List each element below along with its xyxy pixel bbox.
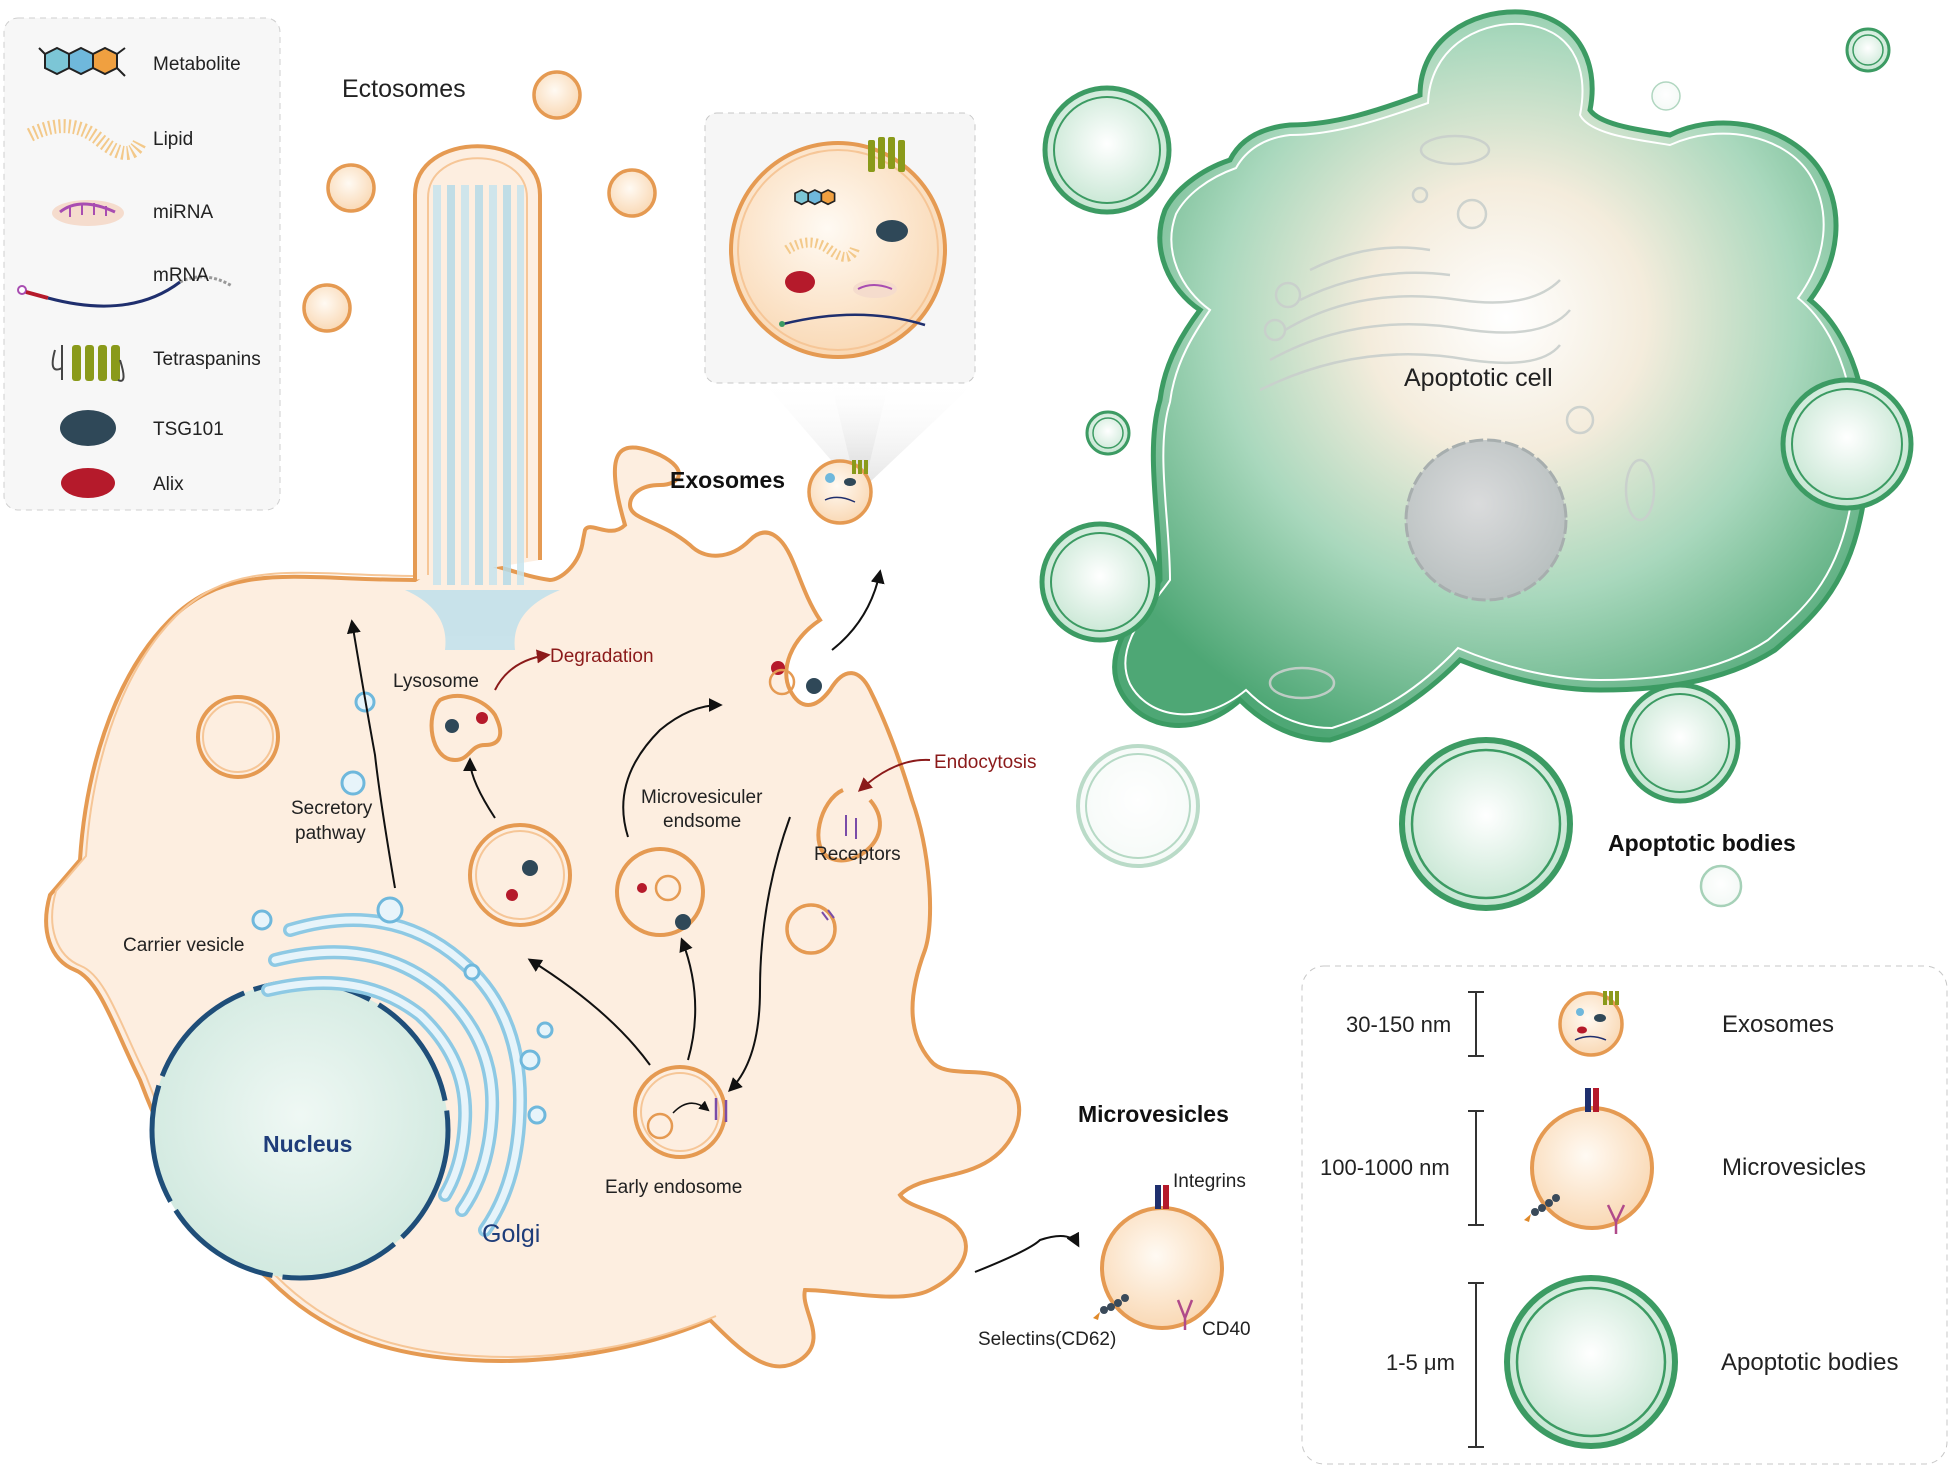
microvesicular-label-2: endsome	[663, 811, 741, 832]
size-exosomes: 30-150 nm	[1346, 1012, 1451, 1037]
early-endosome-label: Early endosome	[605, 1177, 742, 1198]
legend-label-lipid: Lipid	[153, 129, 193, 150]
actin-bundle	[405, 185, 560, 650]
endocytosis-label: Endocytosis	[934, 752, 1036, 773]
legend-label-mirna: miRNA	[153, 202, 213, 223]
alix-icon	[61, 468, 115, 498]
microvesicle	[1093, 1185, 1224, 1330]
degradation-label: Degradation	[550, 646, 654, 667]
lysosome-label: Lysosome	[393, 671, 479, 692]
secretory-label-1: Secretory	[291, 798, 373, 819]
size-apoptotic-bodies: 1-5 μm	[1386, 1350, 1455, 1375]
exosomes-label: Exosomes	[670, 467, 785, 493]
ectosomes	[302, 70, 657, 333]
receptors-label: Receptors	[814, 844, 901, 865]
mvb-fusion	[768, 661, 822, 696]
golgi-apparatus	[261, 913, 528, 1237]
golgi-vesicles	[251, 691, 554, 1125]
nucleus-label: Nucleus	[263, 1131, 352, 1157]
key-exosome-icon	[1558, 991, 1624, 1057]
tetraspanin-icon	[51, 345, 125, 382]
legend-label-alix: Alix	[153, 474, 184, 495]
key-name-exosomes: Exosomes	[1722, 1011, 1834, 1038]
size-microvesicles: 100-1000 nm	[1320, 1155, 1450, 1180]
lipid-icon	[26, 119, 147, 160]
mrna-icon	[17, 275, 233, 308]
microvesicular-endosome	[615, 847, 705, 937]
metabolite-icon	[38, 46, 126, 77]
legend-label-tsg101: TSG101	[153, 419, 224, 440]
key-name-microvesicles: Microvesicles	[1722, 1154, 1866, 1181]
released-exosome	[807, 459, 873, 525]
legend-panel: Metabolite Lipid miRNA mRNA	[3, 17, 281, 511]
mirna-icon	[52, 200, 124, 226]
early-endosome	[633, 1065, 728, 1159]
integrins-label: Integrins	[1173, 1171, 1246, 1192]
tsg101-icon	[60, 410, 116, 446]
secretory-label-2: pathway	[295, 823, 366, 844]
carrier-vesicle-label: Carrier vesicle	[123, 935, 244, 956]
cd40-label: CD40	[1202, 1319, 1251, 1340]
legend-label-tetraspanins: Tetraspanins	[153, 349, 261, 370]
microvesicles-label: Microvesicles	[1078, 1101, 1229, 1127]
parent-cell: Nucleus Golgi	[44, 144, 1036, 1369]
size-key-panel: 30-150 nm Exosomes 100-1000 nm	[1301, 965, 1948, 1465]
apoptotic-bodies-label: Apoptotic bodies	[1608, 830, 1796, 856]
key-apoptotic-body-icon	[1504, 1275, 1678, 1449]
golgi-label: Golgi	[482, 1220, 540, 1248]
apoptotic-bodies	[1039, 27, 1914, 911]
lysosome	[429, 694, 503, 763]
endocytosis-pit	[816, 788, 882, 863]
microvesicular-label-1: Microvesiculer	[641, 787, 763, 808]
nucleus	[149, 979, 451, 1281]
exosome-zoom-panel	[704, 112, 980, 482]
apoptotic-cell	[1112, 9, 1871, 743]
legend-label-mrna: mRNA	[153, 265, 209, 286]
apoptotic-cell-label: Apoptotic cell	[1404, 364, 1553, 392]
key-name-apoptotic-bodies: Apoptotic bodies	[1721, 1349, 1898, 1376]
legend-label-metabolite: Metabolite	[153, 54, 241, 75]
pathway-arrows	[346, 569, 885, 1092]
key-microvesicle-icon	[1524, 1088, 1654, 1234]
ectosomes-label: Ectosomes	[342, 75, 466, 103]
selectins-label: Selectins(CD62)	[978, 1329, 1116, 1350]
